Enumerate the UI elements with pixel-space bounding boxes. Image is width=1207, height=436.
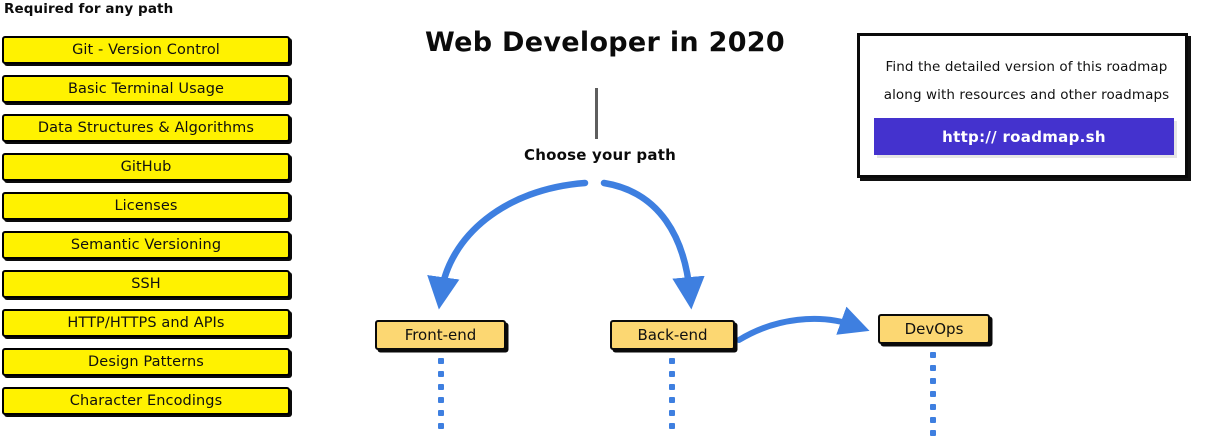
- path-node-frontend-label: Front-end: [404, 325, 477, 344]
- dotted-trail-devops: [930, 352, 936, 436]
- required-item-label: Design Patterns: [88, 353, 204, 370]
- arrow-backend-to-devops: [736, 306, 870, 343]
- trail-dot: [930, 430, 936, 436]
- trail-dot: [438, 384, 444, 390]
- arrow-choose-to-frontend: [427, 179, 589, 310]
- trail-dot: [930, 417, 936, 423]
- required-item-label: Character Encodings: [69, 392, 223, 409]
- page-title: Web Developer in 2020: [425, 27, 785, 58]
- trail-dot: [669, 384, 675, 390]
- required-item-label: GitHub: [120, 158, 172, 175]
- trail-dot: [669, 397, 675, 403]
- arrow-choose-to-backend: [600, 179, 705, 310]
- trail-dot: [669, 410, 675, 416]
- trail-dot: [438, 410, 444, 416]
- required-item[interactable]: Character Encodings: [2, 387, 290, 415]
- trail-dot: [438, 423, 444, 429]
- roadmap-url-button[interactable]: http:// roadmap.sh: [874, 118, 1174, 155]
- required-item-label: Git - Version Control: [72, 41, 220, 58]
- required-item-label: Licenses: [114, 197, 178, 214]
- dotted-trail-frontend: [438, 358, 444, 436]
- dotted-trail-backend: [669, 358, 675, 436]
- required-item-label: SSH: [131, 275, 161, 292]
- trail-dot: [669, 358, 675, 364]
- required-item[interactable]: Basic Terminal Usage: [2, 75, 290, 103]
- required-item-label: HTTP/HTTPS and APIs: [67, 314, 225, 331]
- path-node-backend[interactable]: Back-end: [610, 320, 735, 350]
- required-item[interactable]: Licenses: [2, 192, 290, 220]
- required-item-label: Semantic Versioning: [70, 236, 222, 253]
- path-node-devops-label: DevOps: [904, 319, 964, 338]
- trail-dot: [669, 371, 675, 377]
- trail-dot: [930, 378, 936, 384]
- required-section-heading: Required for any path: [4, 1, 174, 17]
- required-item-label: Data Structures & Algorithms: [37, 119, 255, 136]
- trail-dot: [438, 371, 444, 377]
- roadmap-url-label: http:// roadmap.sh: [942, 127, 1106, 146]
- trail-dot: [930, 365, 936, 371]
- trail-dot: [438, 358, 444, 364]
- required-item[interactable]: SSH: [2, 270, 290, 298]
- choose-your-path-label: Choose your path: [524, 146, 676, 164]
- required-item[interactable]: HTTP/HTTPS and APIs: [2, 309, 290, 337]
- trail-dot: [930, 352, 936, 358]
- required-item[interactable]: Design Patterns: [2, 348, 290, 376]
- required-item-label: Basic Terminal Usage: [67, 80, 225, 97]
- info-card-line-2: along with resources and other roadmaps: [883, 87, 1170, 103]
- title-connector-line: [595, 88, 598, 139]
- path-node-frontend[interactable]: Front-end: [375, 320, 506, 350]
- trail-dot: [438, 397, 444, 403]
- roadmap-info-card: Find the detailed version of this roadma…: [857, 33, 1188, 178]
- required-item[interactable]: Semantic Versioning: [2, 231, 290, 259]
- required-item[interactable]: Data Structures & Algorithms: [2, 114, 290, 142]
- info-card-line-1: Find the detailed version of this roadma…: [885, 59, 1168, 75]
- path-node-backend-label: Back-end: [637, 325, 708, 344]
- trail-dot: [669, 423, 675, 429]
- required-item[interactable]: GitHub: [2, 153, 290, 181]
- required-item[interactable]: Git - Version Control: [2, 36, 290, 64]
- required-for-any-path-section: Required for any path Git - Version Cont…: [0, 0, 300, 436]
- path-node-devops[interactable]: DevOps: [878, 314, 990, 344]
- trail-dot: [930, 391, 936, 397]
- trail-dot: [930, 404, 936, 410]
